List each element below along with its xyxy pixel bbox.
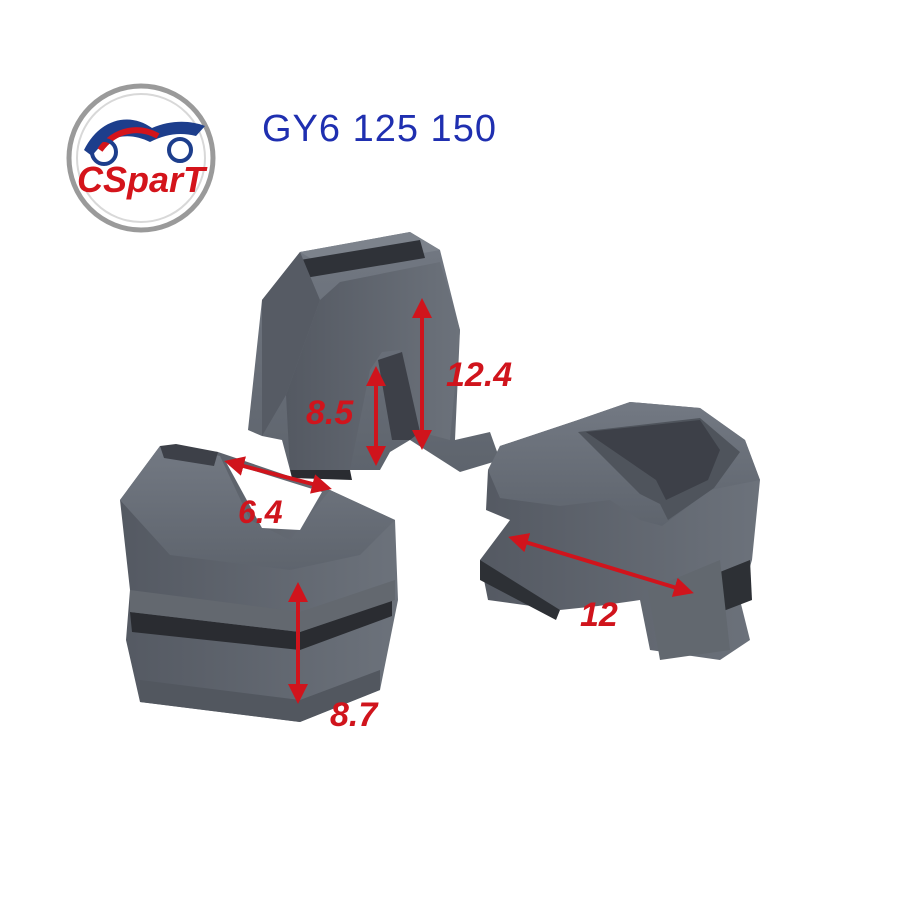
motorcycle-icon — [84, 119, 205, 156]
logo-ring — [66, 83, 216, 233]
dimension-label-6-4: 6.4 — [238, 494, 283, 530]
dimension-label-8-5: 8.5 — [306, 394, 354, 432]
brand-logo: CSparT — [66, 83, 216, 233]
dimension-label-8-7: 8.7 — [330, 696, 378, 734]
dimension-arrow-12 — [508, 533, 694, 597]
model-title: GY6 125 150 — [262, 108, 497, 150]
slider-part-left — [120, 444, 398, 722]
dimension-arrow-6-4 — [224, 456, 332, 494]
dimension-label-12: 12 — [580, 596, 618, 634]
dimension-label-12-4: 12.4 — [446, 356, 513, 394]
logo-text: CSparT — [77, 159, 208, 200]
slider-part-right — [480, 402, 760, 660]
